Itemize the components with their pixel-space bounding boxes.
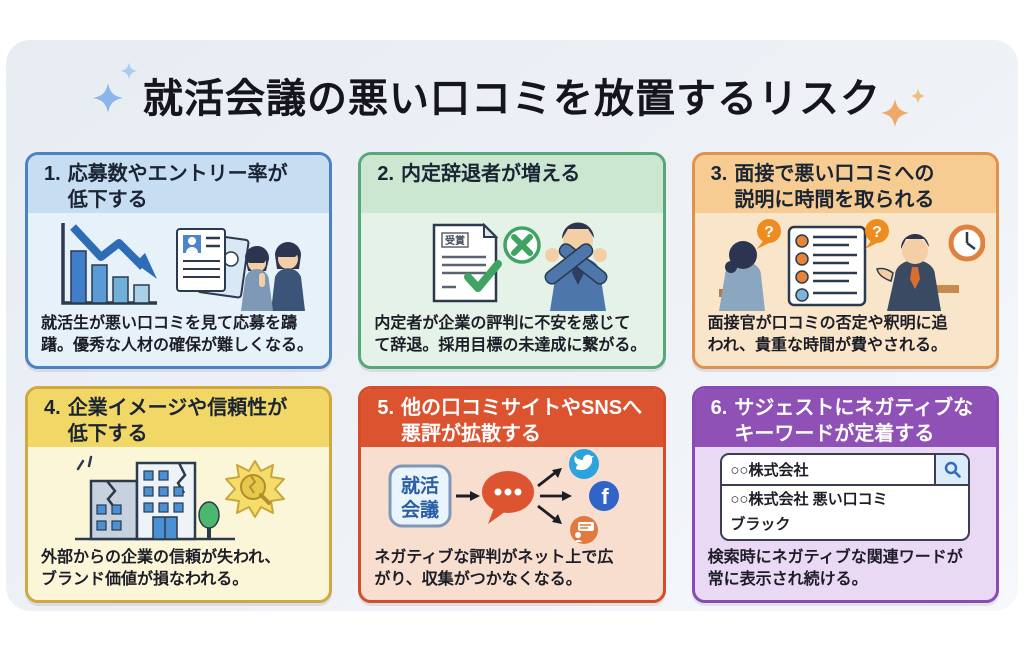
risk-card-2-header: 2. 内定辞退者が増える: [361, 155, 663, 213]
search-box: ○○株式会社 ○○株式会社 悪い口コミ ブラック: [720, 452, 971, 541]
risk-card-5-illustration: 就活 会議: [361, 447, 662, 547]
logo-line-2: 会議: [401, 498, 439, 521]
risk-caption: 外部からの企業の信頼が失われ、 ブランド価値が損なわれる。: [41, 548, 281, 588]
interview-scene-icon: ? ?: [719, 218, 986, 311]
broken-medal-burst-icon: [224, 459, 285, 518]
risk-heading: 内定辞退者が増える: [401, 163, 581, 185]
resume-icon: [175, 227, 250, 299]
sparkle-icon: [910, 88, 926, 104]
sparkle-icon: [93, 83, 123, 113]
arrow-icon: [455, 490, 480, 501]
risk-card-5: 5. 他の口コミサイトやSNSへ 悪評が拡散する 就活 会議: [358, 386, 666, 603]
risk-heading: 応募数やエントリー率が 低下する: [67, 163, 288, 211]
facebook-letter: f: [601, 484, 609, 509]
risk-caption: 面接官が口コミの否定や釈明に追 われ、貴重な時間が費やされる。: [707, 314, 948, 354]
risk-number: 6.: [710, 397, 728, 419]
search-suggestion: ブラック: [730, 515, 791, 533]
risk-card-6-header: 6. サジェストにネガティブな キーワードが定着する: [694, 389, 996, 447]
risk-heading: 企業イメージや信頼性が 低下する: [67, 397, 288, 445]
arrow-icon: [537, 467, 572, 524]
risk-card-5-header: 5. 他の口コミサイトやSNSへ 悪評が拡散する: [361, 389, 663, 447]
reject-x-icon: [503, 226, 541, 264]
page-title: 就活会議の悪い口コミを放置するリスク: [143, 77, 881, 121]
search-input-row: ○○株式会社: [722, 454, 969, 486]
risk-caption: ネガティブな評判がネット上で広 がり、収集がつかなくなる。: [374, 548, 614, 588]
clock-icon: [948, 224, 986, 262]
search-icon: [934, 454, 969, 484]
tree-icon: [197, 501, 220, 539]
sparkle-icon: [881, 99, 909, 127]
risk-card-3-illustration: ? ?: [695, 213, 996, 313]
refusing-person-icon: [544, 222, 608, 311]
risk-number: 3.: [710, 163, 728, 185]
risk-caption: 検索時にネガティブな関連ワードが 常に表示され続ける。: [707, 548, 963, 588]
cracked-buildings-icon: [74, 455, 285, 541]
shukatsu-kaigi-logo: 就活 会議: [388, 464, 452, 528]
search-suggestion: ○○株式会社 悪い口コミ: [730, 490, 888, 508]
declining-chart-and-applicants-icon: [60, 222, 305, 311]
risk-number: 4.: [44, 397, 61, 419]
risk-number: 1.: [44, 163, 61, 185]
risk-card-6-illustration: ○○株式会社 ○○株式会社 悪い口コミ ブラック: [695, 447, 996, 547]
risk-heading: サジェストにネガティブな キーワードが定着する: [734, 397, 974, 445]
twitter-icon: [568, 448, 599, 479]
risk-card-1: 1. 応募数やエントリー率が 低下する: [25, 152, 333, 369]
checklist-icon: [788, 225, 867, 307]
search-query-text: ○○株式会社: [730, 461, 809, 479]
risk-card-4: 4. 企業イメージや信頼性が 低下する: [25, 386, 333, 603]
question-bubble-icon: ?: [865, 218, 890, 249]
question-mark: ?: [872, 224, 882, 241]
risk-heading: 面接で悪い口コミへの 説明に時間を取られる: [734, 163, 935, 211]
risk-heading: 他の口コミサイトやSNSへ 悪評が拡散する: [401, 397, 643, 445]
risk-card-6: 6. サジェストにネガティブな キーワードが定着する ○○株式会社 ○○株式会社…: [691, 386, 999, 603]
risk-caption: 内定者が企業の評判に不安を感じて て辞退。採用目標の未達成に繋がる。: [374, 314, 647, 354]
risk-card-4-header: 4. 企業イメージや信頼性が 低下する: [28, 389, 330, 447]
risk-number: 2.: [377, 163, 395, 185]
risk-caption: 就活生が悪い口コミを見て応募を躊 躇。優秀な人材の確保が難しくなる。: [41, 314, 314, 354]
offer-rejection-icon: 受賞: [432, 222, 608, 311]
question-bubble-icon: ?: [757, 218, 782, 249]
interviewer-icon: [876, 233, 960, 311]
question-mark: ?: [764, 224, 774, 241]
cracked-buildings-icon: [76, 455, 196, 541]
document-label: 受賞: [445, 234, 465, 247]
award-document-icon: 受賞: [432, 222, 502, 303]
applicants-icon: [240, 241, 305, 311]
facebook-icon: f: [588, 480, 619, 511]
interviewee-icon: [719, 240, 766, 311]
forum-icon: [569, 515, 598, 544]
risk-card-3: 3. 面接で悪い口コミへの 説明に時間を取られる ?: [691, 152, 999, 369]
risk-card-3-header: 3. 面接で悪い口コミへの 説明に時間を取られる: [694, 155, 996, 213]
risk-card-2-illustration: 受賞: [361, 213, 662, 313]
risk-card-2: 2. 内定辞退者が増える 受賞: [358, 152, 666, 369]
logo-line-1: 就活: [401, 474, 439, 497]
risk-card-1-header: 1. 応募数やエントリー率が 低下する: [28, 155, 330, 213]
risk-number: 5.: [377, 397, 395, 419]
bad-reputation-spread-icon: 就活 会議: [388, 448, 619, 544]
risk-card-4-illustration: [28, 447, 329, 547]
sparkle-icon: [120, 62, 138, 80]
risk-card-1-illustration: [28, 213, 329, 313]
risk-cards-grid: 1. 応募数やエントリー率が 低下する: [25, 152, 999, 603]
bar-chart-icon: [60, 222, 157, 305]
speech-bubble-icon: [481, 470, 534, 524]
